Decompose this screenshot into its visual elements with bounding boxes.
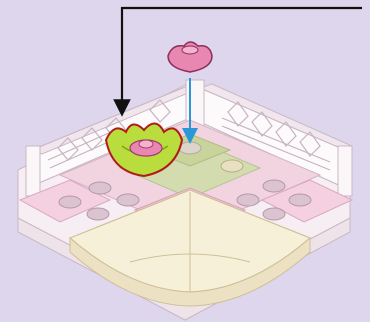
pink-flower-plate	[168, 42, 212, 72]
placement-arrow-stem	[122, 8, 362, 108]
